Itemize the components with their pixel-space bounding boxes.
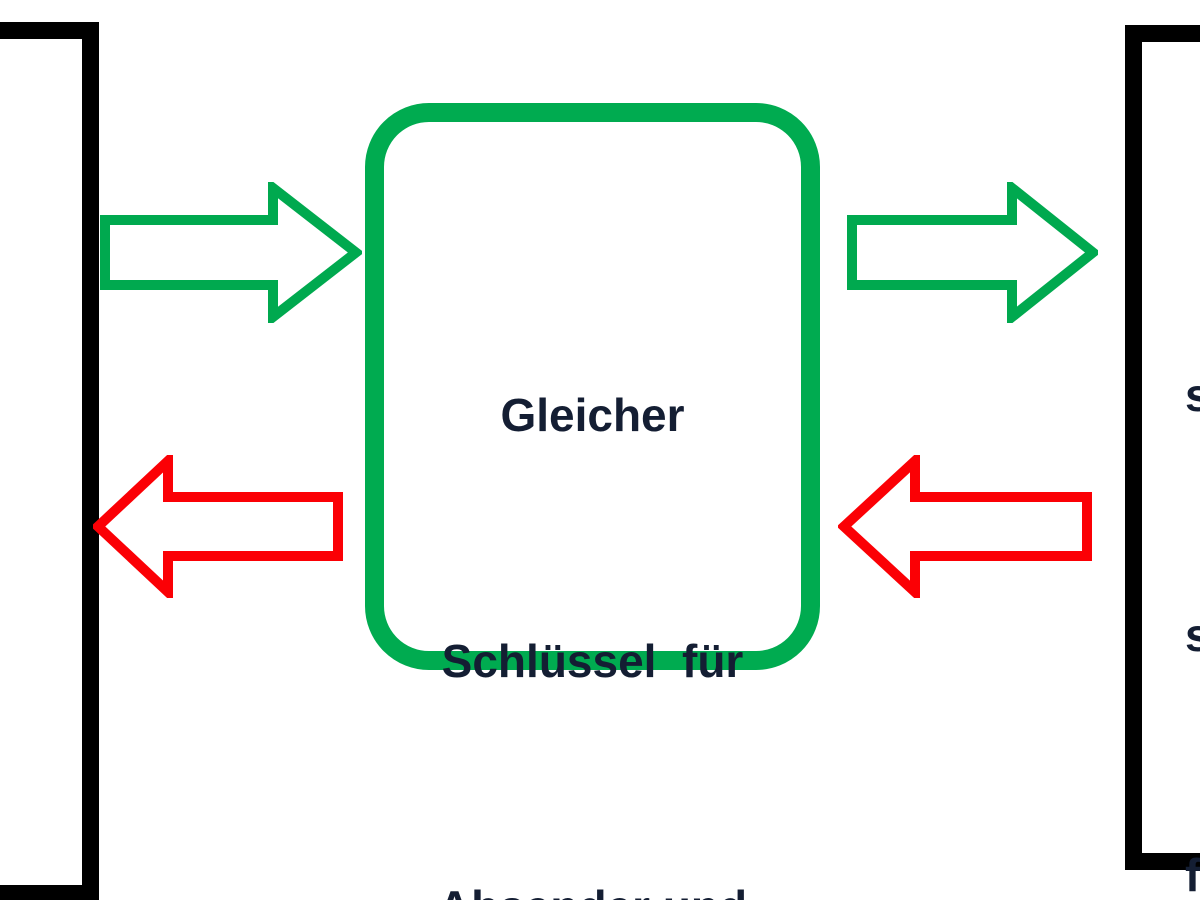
key-box-line: Gleicher (500, 389, 685, 441)
arrow-right-green-right-shape (847, 182, 1098, 323)
arrow-left-red-right-icon (838, 455, 1092, 598)
key-box-line: Absender und (384, 866, 801, 900)
ciphertext-line: s (1185, 369, 1200, 421)
arrow-left-red-left-shape (93, 455, 343, 598)
ciphertext-line: f (1185, 849, 1200, 900)
plaintext-box (0, 22, 99, 900)
ciphertext-line: s (1185, 609, 1200, 661)
key-box-line: Schlüssel für (441, 635, 744, 687)
arrow-right-green-right-icon (847, 182, 1098, 323)
arrow-left-red-right-shape (838, 455, 1092, 598)
key-box-text: Gleicher Schlüssel für Absender und Empf… (384, 122, 801, 900)
key-box: Gleicher Schlüssel für Absender und Empf… (365, 103, 820, 900)
ciphertext-box: s s f f 8 a s a (1125, 25, 1200, 900)
arrow-right-green-left-icon (100, 182, 362, 323)
ciphertext-text: s s f f 8 a s a (1142, 42, 1200, 900)
arrow-right-green-left-shape (100, 182, 362, 323)
arrow-left-red-left-icon (93, 455, 343, 598)
